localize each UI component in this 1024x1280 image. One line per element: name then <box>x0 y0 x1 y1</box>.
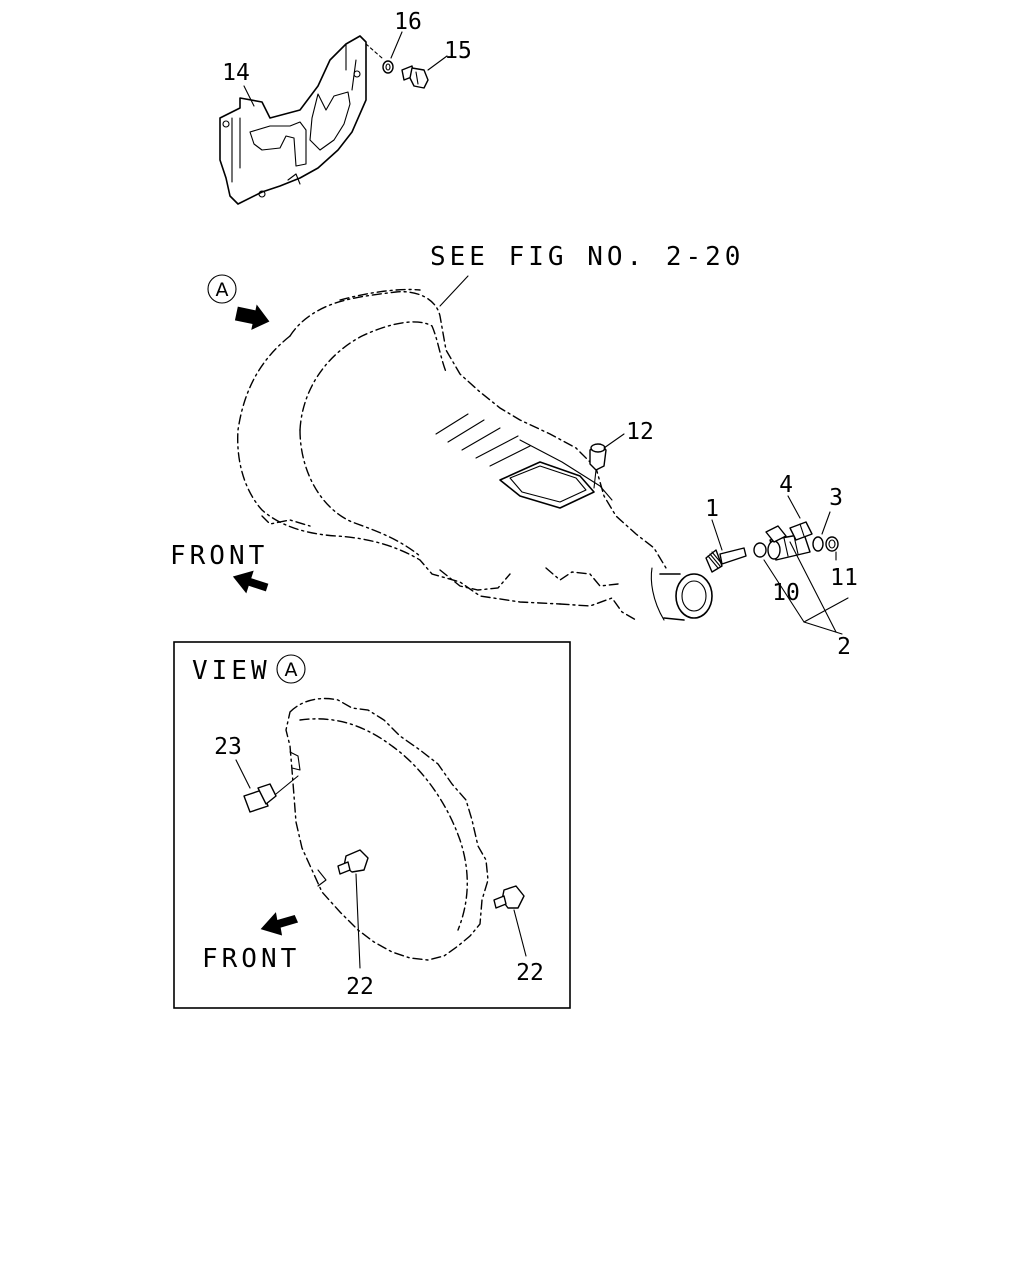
callout-23: 23 <box>214 734 242 760</box>
o-ring-part-11 <box>825 536 839 552</box>
breather-part-12 <box>589 443 607 489</box>
dust-cover-part-14 <box>219 35 367 205</box>
callout-22-right: 22 <box>516 960 544 986</box>
speedometer-sleeve-part-2 <box>765 525 811 561</box>
transmission-assembly <box>237 288 713 621</box>
speedometer-driven-gear-part-1 <box>705 547 747 573</box>
front-label-view: FRONT <box>202 944 300 974</box>
callout-3: 3 <box>829 485 843 511</box>
callout-2: 2 <box>837 634 851 660</box>
bolt-part-4 <box>789 521 813 541</box>
front-label-main: FRONT <box>170 541 268 571</box>
callout-16: 16 <box>394 9 422 35</box>
callout-15: 15 <box>444 38 472 64</box>
callout-4: 4 <box>779 472 793 498</box>
callout-14: 14 <box>222 60 250 86</box>
o-ring-part-3 <box>812 536 824 552</box>
view-a-arrow-icon <box>234 304 270 330</box>
view-label: VIEW <box>192 656 271 686</box>
callout-10: 10 <box>772 580 800 606</box>
marker-a-letter: A <box>216 279 229 301</box>
front-arrow-icon <box>232 570 269 594</box>
bolt-part-23 <box>243 775 299 813</box>
bolt-part-15 <box>401 65 429 89</box>
callout-12: 12 <box>626 419 654 445</box>
washer-part-16 <box>382 60 394 74</box>
bolt-part-22-center <box>337 849 369 875</box>
o-ring-part-10 <box>753 542 767 558</box>
view-label-marker: A <box>276 654 306 684</box>
front-arrow-view-icon <box>260 912 299 936</box>
view-a-marker: A <box>207 274 237 304</box>
callout-22-center: 22 <box>346 974 374 1000</box>
bolt-part-22-right <box>493 885 525 909</box>
callout-11: 11 <box>830 565 858 591</box>
view-marker-letter: A <box>285 659 298 681</box>
see-fig-note: SEE FIG NO. 2-20 <box>430 242 744 272</box>
callout-1: 1 <box>705 496 719 522</box>
view-a-box <box>173 641 571 1009</box>
bell-housing-view-a <box>285 697 489 961</box>
